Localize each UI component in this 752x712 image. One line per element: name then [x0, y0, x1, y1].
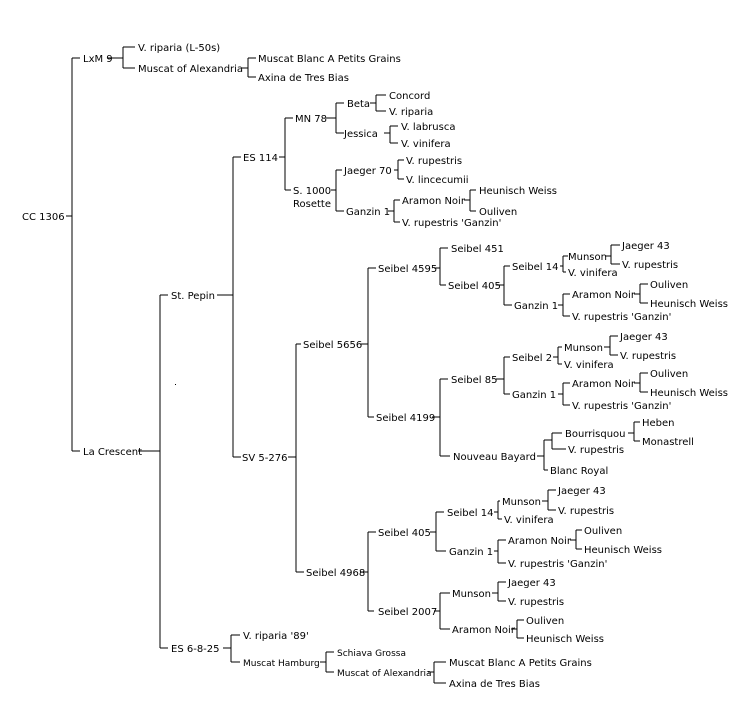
- node-seibel5656: Seibel 5656: [303, 340, 362, 351]
- node-schiava-grossa: Schiava Grossa: [337, 649, 406, 659]
- node-seibel14-b: Seibel 14: [447, 508, 493, 519]
- node-seibel85: Seibel 85: [451, 375, 497, 386]
- node-nouveau-bayard: Nouveau Bayard: [453, 452, 536, 463]
- node-v-rupestris-munson-a: V. rupestris: [622, 260, 678, 271]
- node-st-pepin: St. Pepin: [171, 291, 215, 302]
- node-jessica: Jessica: [343, 129, 378, 140]
- node-ouliven-d: Ouliven: [584, 526, 622, 537]
- node-jaeger43-c: Jaeger 43: [557, 486, 606, 497]
- node-aramon-noir-a: Aramon Noir: [402, 196, 466, 207]
- node-concord: Concord: [389, 91, 430, 102]
- node-jaeger43-d: Jaeger 43: [507, 578, 556, 589]
- node-v-rupestris-ganzin-b: V. rupestris 'Ganzin': [572, 312, 671, 323]
- node-v-riparia-89: V. riparia '89': [243, 631, 309, 642]
- node-ouliven-c: Ouliven: [650, 369, 688, 380]
- node-mn78: MN 78: [295, 114, 327, 125]
- node-v-rupestris-ganzin-d: V. rupestris 'Ganzin': [508, 559, 607, 570]
- node-heunisch-d: Heunisch Weiss: [584, 545, 662, 556]
- node-heben: Heben: [642, 418, 675, 429]
- node-labels: CC 1306 LxM 9 V. riparia (L-50s) Muscat …: [22, 43, 728, 690]
- node-v-vinifera-s14-b: V. vinifera: [504, 515, 554, 526]
- node-munson-c: Munson: [502, 497, 541, 508]
- node-ganzin1-a: Ganzin 1: [346, 207, 390, 218]
- node-seibel2: Seibel 2: [512, 353, 552, 364]
- node-sv5276: SV 5-276: [242, 453, 287, 464]
- node-s1000: S. 1000: [293, 186, 331, 197]
- node-ouliven-e: Ouliven: [526, 616, 564, 627]
- node-lxm9: LxM 9: [83, 54, 113, 65]
- node-es6825: ES 6-8-25: [171, 644, 220, 655]
- node-jaeger70: Jaeger 70: [343, 166, 392, 177]
- node-v-vinifera-s14-a: V. vinifera: [568, 268, 618, 279]
- node-aramon-noir-e: Aramon Noir: [452, 625, 516, 636]
- node-munson-b: Munson: [564, 343, 603, 354]
- node-v-rupestris-nb: V. rupestris: [568, 445, 624, 456]
- node-jaeger43-b: Jaeger 43: [619, 332, 668, 343]
- node-seibel4199: Seibel 4199: [376, 413, 435, 424]
- node-v-rupestris-ganzin-c: V. rupestris 'Ganzin': [572, 401, 671, 412]
- node-munson-d: Munson: [452, 589, 491, 600]
- node-v-riparia-beta: V. riparia: [389, 107, 433, 118]
- node-seibel4968: Seibel 4968: [306, 568, 365, 579]
- connector-lines: [66, 46, 648, 684]
- stray-dot: [175, 384, 176, 385]
- node-seibel2007: Seibel 2007: [378, 607, 437, 618]
- node-ganzin1-b: Ganzin 1: [514, 301, 558, 312]
- node-seibel451: Seibel 451: [451, 244, 504, 255]
- node-aramon-noir-c: Aramon Noir: [572, 379, 636, 390]
- node-bourrisquou: Bourrisquou: [565, 429, 626, 440]
- node-aramon-noir-b: Aramon Noir: [572, 290, 636, 301]
- node-muscat-of-alexandria-bottom: Muscat of Alexandria: [337, 669, 432, 679]
- node-seibel14-a: Seibel 14: [512, 262, 558, 273]
- node-muscat-blanc-top: Muscat Blanc A Petits Grains: [258, 54, 401, 65]
- node-ganzin1-c: Ganzin 1: [512, 390, 556, 401]
- node-es114: ES 114: [243, 153, 278, 164]
- node-muscat-of-alexandria-top: Muscat of Alexandria: [138, 64, 243, 75]
- node-v-rupestris-ganzin-a: V. rupestris 'Ganzin': [402, 218, 501, 229]
- node-muscat-hamburg: Muscat Hamburg: [243, 659, 320, 669]
- node-v-rupestris-jaeger70: V. rupestris: [406, 156, 462, 167]
- node-heunisch-b: Heunisch Weiss: [650, 299, 728, 310]
- node-blanc-royal: Blanc Royal: [550, 466, 608, 477]
- node-v-rupestris-munson-c: V. rupestris: [558, 506, 614, 517]
- node-seibel405-a: Seibel 405: [448, 281, 501, 292]
- node-rosette: Rosette: [293, 199, 331, 210]
- node-munson-a: Munson: [568, 252, 607, 263]
- node-seibel405-b: Seibel 405: [378, 528, 431, 539]
- node-beta: Beta: [347, 99, 370, 110]
- node-v-riparia-l50s: V. riparia (L-50s): [138, 43, 220, 54]
- node-ouliven-b: Ouliven: [650, 280, 688, 291]
- node-v-vinifera-s2: V. vinifera: [564, 360, 614, 371]
- node-v-rupestris-munson-d: V. rupestris: [508, 597, 564, 608]
- node-v-labrusca: V. labrusca: [401, 122, 455, 133]
- node-heunisch-a: Heunisch Weiss: [479, 186, 557, 197]
- node-la-crescent: La Crescent: [83, 447, 142, 458]
- node-heunisch-e: Heunisch Weiss: [526, 634, 604, 645]
- node-v-lincecumii: V. lincecumii: [406, 175, 469, 186]
- node-ganzin1-d: Ganzin 1: [449, 547, 493, 558]
- node-seibel4595: Seibel 4595: [378, 264, 437, 275]
- node-axina-top: Axina de Tres Bias: [258, 73, 349, 84]
- node-v-vinifera-jessica: V. vinifera: [401, 139, 451, 150]
- node-cc1306: CC 1306: [22, 212, 65, 223]
- node-ouliven-a: Ouliven: [479, 207, 517, 218]
- node-axina-bottom: Axina de Tres Bias: [449, 679, 540, 690]
- node-heunisch-c: Heunisch Weiss: [650, 388, 728, 399]
- node-monastrell: Monastrell: [642, 437, 694, 448]
- node-jaeger43-a: Jaeger 43: [621, 241, 670, 252]
- node-v-rupestris-munson-b: V. rupestris: [620, 351, 676, 362]
- node-aramon-noir-d: Aramon Noir: [508, 536, 572, 547]
- node-muscat-blanc-bottom: Muscat Blanc A Petits Grains: [449, 658, 592, 669]
